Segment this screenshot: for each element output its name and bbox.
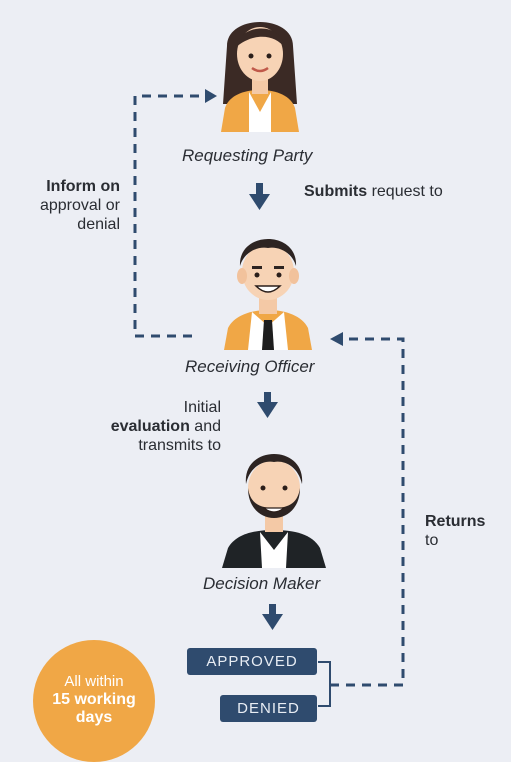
down-arrow-icon	[262, 604, 283, 630]
initial-text: Initial	[183, 399, 221, 416]
requesting-party-label: Requesting Party	[182, 146, 313, 165]
returns-keyword: Returns	[425, 513, 486, 530]
submits-keyword: Submits	[304, 183, 368, 200]
decision-maker-label: Decision Maker	[203, 574, 321, 593]
requesting-party-avatar	[221, 22, 299, 132]
inform-loop-arrowhead	[205, 89, 217, 103]
down-arrow-icon	[257, 392, 278, 418]
transmits-text: transmits to	[138, 437, 221, 454]
time-limit-badge: All within 15 working days	[33, 640, 155, 762]
inform-loop-line	[133, 94, 207, 338]
badge-line-3: days	[75, 709, 113, 726]
submits-step-label: Submits request to	[304, 182, 443, 201]
evaluation-keyword: evaluation	[110, 418, 190, 435]
returns-line-2: to	[425, 532, 439, 549]
inform-loop-label: Inform on approval or denial	[0, 177, 120, 234]
inform-keyword: Inform on	[46, 178, 120, 195]
evaluation-step-label: Initial evaluation and transmits to	[40, 398, 221, 455]
returns-loop-line	[330, 337, 405, 687]
receiving-officer-label: Receiving Officer	[185, 357, 315, 376]
denied-box: DENIED	[220, 695, 317, 722]
decision-maker-avatar	[222, 454, 326, 568]
flow-connectors	[133, 89, 405, 707]
approved-box: APPROVED	[187, 648, 317, 675]
badge-line-1: All within	[64, 673, 124, 690]
inform-line-3: denial	[77, 216, 120, 233]
inform-line-2: approval or	[39, 197, 120, 214]
receiving-officer-avatar	[224, 239, 312, 350]
returns-loop-arrowhead	[330, 332, 343, 346]
badge-line-2: 15 working	[52, 691, 136, 708]
and-text: and	[189, 418, 221, 435]
submits-rest-text: request to	[367, 183, 443, 200]
outcome-bracket	[318, 661, 331, 707]
down-arrow-icon	[249, 183, 270, 210]
returns-loop-label: Returns to	[425, 512, 485, 550]
